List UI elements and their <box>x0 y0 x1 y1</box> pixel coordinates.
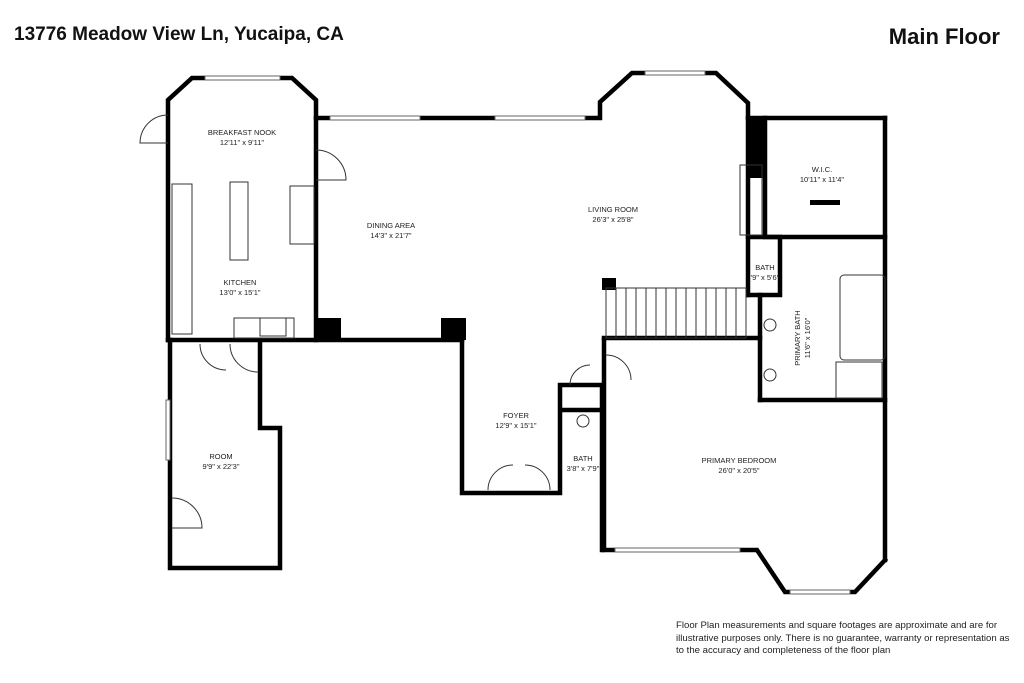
room-size: 14'3" x 21'7" <box>370 231 411 240</box>
room-name: W.I.C. <box>812 165 832 174</box>
room-name: BREAKFAST NOOK <box>208 128 276 137</box>
fixtures <box>139 114 886 529</box>
room-name: FOYER <box>503 411 529 420</box>
room-name: BATH <box>573 454 592 463</box>
room-size: 26'0" x 20'5" <box>718 466 759 475</box>
bathtub <box>839 274 886 361</box>
room-size: '9" x 5'6" <box>751 273 780 282</box>
room-size: 26'3" x 25'8" <box>592 215 633 224</box>
room-labels: BREAKFAST NOOK 12'11" x 9'11" KITCHEN 13… <box>203 128 845 475</box>
room-name: ROOM <box>209 452 232 461</box>
property-address: 13776 Meadow View Ln, Yucaipa, CA <box>14 24 344 45</box>
room-size: 13'0" x 15'1" <box>219 288 260 297</box>
room-size: 11'6" x 16'0" <box>803 317 812 358</box>
windows <box>165 70 851 595</box>
fireplace <box>739 164 763 236</box>
shower <box>835 361 883 399</box>
disclaimer: Floor Plan measurements and square foota… <box>676 620 1010 656</box>
room-name: BATH <box>755 263 774 272</box>
room-name: LIVING ROOM <box>588 205 638 214</box>
room-size: 10'11" x 11'4" <box>800 175 845 184</box>
room-name: DINING AREA <box>367 221 415 230</box>
room-name: PRIMARY BATH <box>793 310 802 365</box>
room-size: 3'8" x 7'9" <box>567 464 600 473</box>
floor-name: Main Floor <box>888 24 1000 49</box>
room-size: 9'9" x 22'3" <box>203 462 240 471</box>
room-size: 12'11" x 9'11" <box>220 138 265 147</box>
room-size: 12'9" x 15'1" <box>495 421 536 430</box>
room-name: KITCHEN <box>224 278 257 287</box>
walls <box>165 70 889 595</box>
room-name: PRIMARY BEDROOM <box>702 456 777 465</box>
